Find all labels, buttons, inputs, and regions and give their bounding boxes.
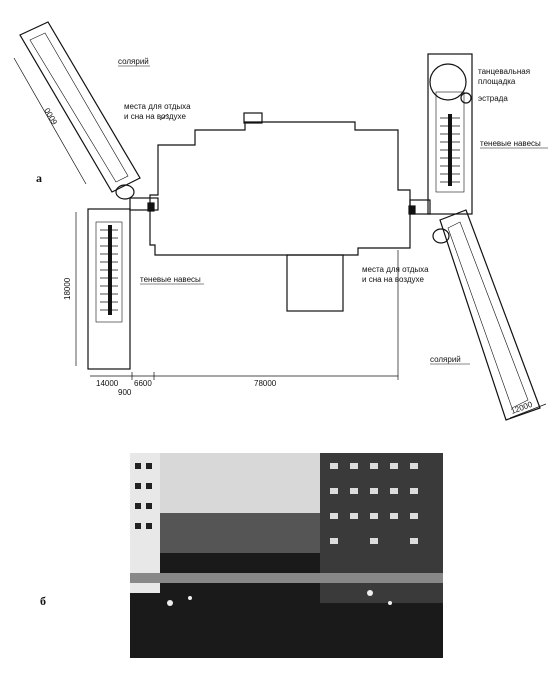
dim-vert-left: 18000 (63, 277, 72, 300)
dim-6600: 6600 (134, 379, 152, 388)
label-shade-left: теневые навесы (140, 275, 201, 284)
dim-14000: 14000 (96, 379, 119, 388)
label-rest-right-1: места для отдыха (362, 265, 429, 274)
left-gallery (129, 197, 159, 211)
label-dance-2: площадка (478, 77, 516, 86)
figure-label-a: а (36, 171, 42, 185)
central-block (149, 121, 411, 256)
dim-900: 900 (118, 388, 132, 397)
label-rest-left-2: и сна на воздухе (124, 112, 186, 121)
label-dance-1: танцевальная (478, 67, 530, 76)
bottom-annex (286, 254, 344, 312)
site-plan-drawing: а солярий места для отдыха и сна на возд… (13, 21, 548, 421)
label-solarium-left: солярий (118, 57, 149, 66)
figure-label-b: б (40, 594, 46, 608)
photo-view (130, 453, 443, 658)
dim-diag-left: 0009 (42, 107, 59, 127)
label-rest-left-1: места для отдыха (124, 102, 191, 111)
left-vertical-terrace (87, 208, 131, 370)
dim-78000: 78000 (254, 379, 277, 388)
dance-floor-circle (429, 63, 467, 101)
label-shade-right: теневые навесы (480, 139, 541, 148)
right-diagonal-wing (439, 209, 541, 421)
label-stage: эстрада (478, 94, 508, 103)
left-diagonal-wing (19, 21, 141, 193)
label-rest-right-2: и сна на воздухе (362, 275, 424, 284)
tower-top (243, 112, 263, 124)
building-left (130, 453, 160, 593)
label-solarium-right: солярий (430, 355, 461, 364)
right-vertical-terrace (427, 53, 473, 215)
